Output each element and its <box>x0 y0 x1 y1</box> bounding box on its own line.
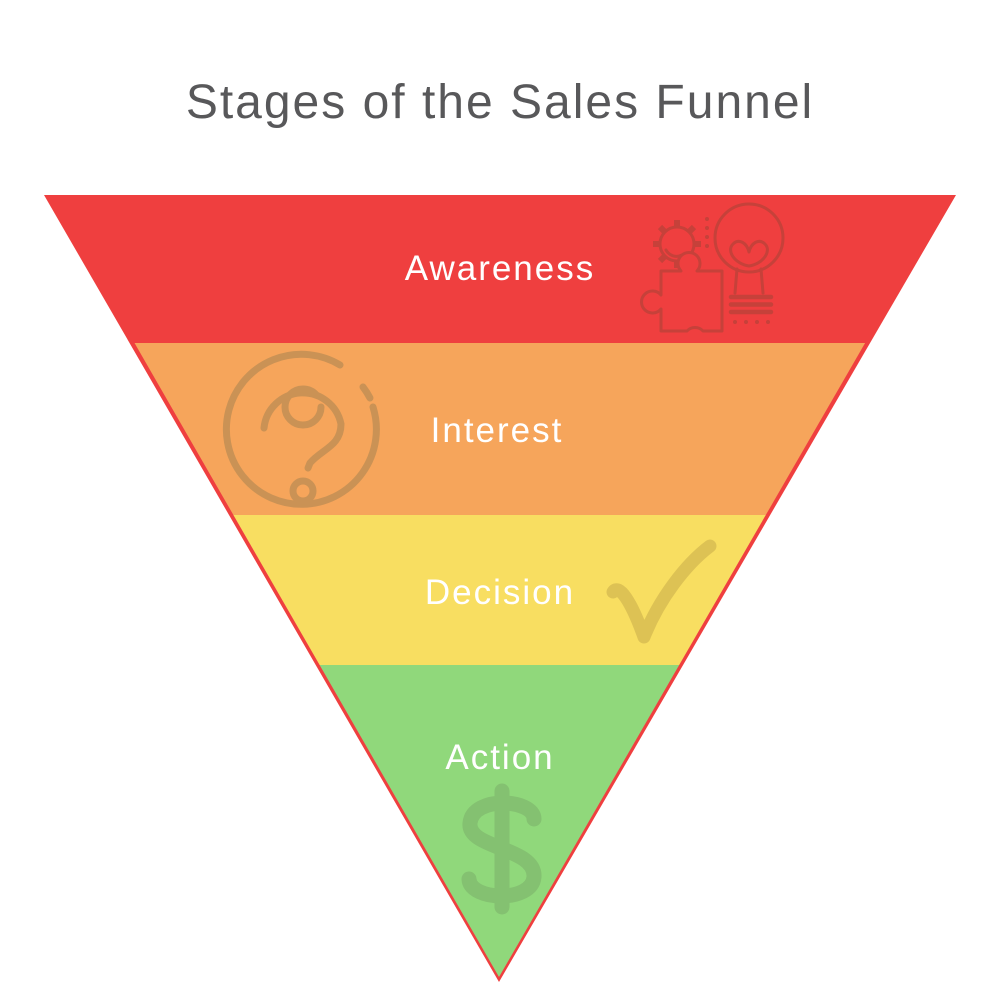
stage-label-decision: Decision <box>425 573 575 612</box>
dollar-sign-icon <box>461 783 542 915</box>
stage-label-awareness: Awareness <box>405 249 596 288</box>
checkmark-icon <box>606 539 717 644</box>
lightbulb-icon <box>713 202 785 324</box>
question-mark-icon <box>222 350 380 508</box>
dotted-line <box>733 320 770 324</box>
dotted-line <box>705 217 709 248</box>
puzzle-piece-icon <box>640 251 724 333</box>
gear-puzzle-lightbulb-icon <box>640 202 785 333</box>
stage-label-action: Action <box>445 738 554 777</box>
stage-label-interest: Interest <box>431 411 564 450</box>
page-title: Stages of the Sales Funnel <box>186 76 814 129</box>
